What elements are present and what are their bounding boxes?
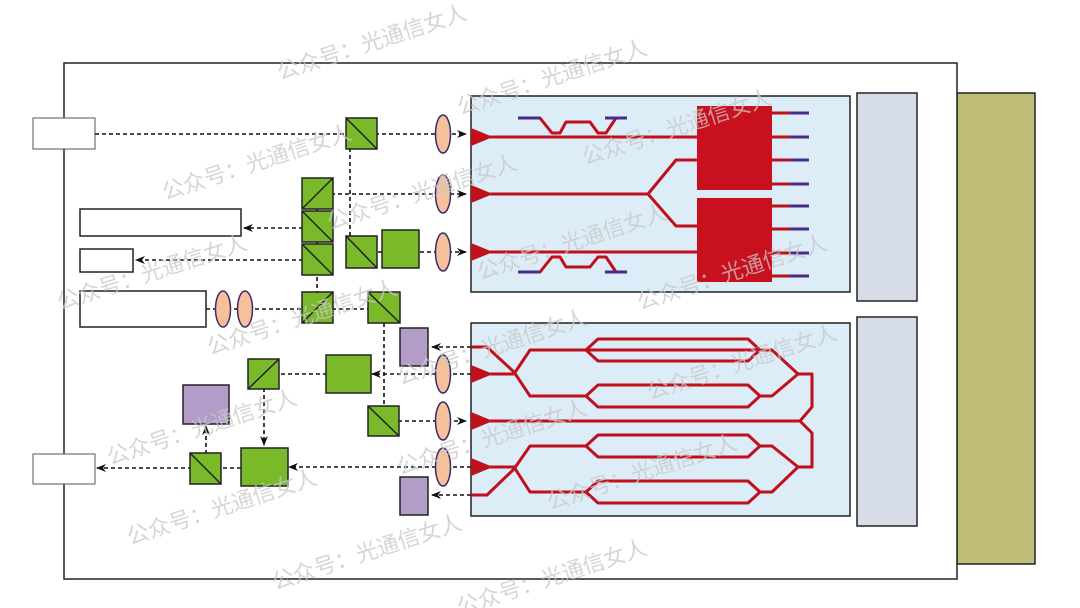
optical-block (240, 447, 289, 487)
beam-splitters (189, 117, 401, 485)
laser-source-1 (79, 208, 242, 237)
lens (434, 114, 452, 154)
rx-waveguides (471, 337, 814, 505)
lens (434, 232, 452, 272)
taper (471, 128, 493, 146)
beam-splitter (345, 117, 378, 150)
tx-fiber-port (32, 117, 96, 150)
driver-output-pins (772, 111, 809, 278)
beam-splitter (301, 210, 334, 243)
modulator-driver-chip (697, 198, 772, 282)
photodetectors (182, 327, 429, 516)
lenses (214, 114, 452, 487)
taper (471, 243, 493, 261)
laser-source-3 (79, 290, 207, 328)
beam-splitter (301, 177, 334, 210)
beam-splitter (301, 243, 334, 276)
lens (214, 290, 232, 328)
taper (471, 185, 493, 203)
beam-splitter (301, 291, 334, 324)
rx-fiber-port (32, 453, 96, 485)
beam-splitter (367, 405, 400, 437)
photodetector (399, 327, 429, 367)
optical-block (325, 354, 372, 394)
modulator-driver-chip (697, 106, 772, 190)
electronics-board-lower (856, 316, 918, 527)
laser-source-2 (79, 248, 134, 273)
electronics-board-upper (856, 92, 918, 302)
beam-splitter (247, 358, 280, 390)
photodetector (399, 476, 429, 516)
beam-splitter (345, 235, 378, 269)
lens (434, 174, 452, 214)
tapers (471, 128, 493, 476)
taper (471, 412, 493, 430)
lens (434, 354, 452, 394)
taper (471, 458, 493, 476)
tx-waveguide-ends (518, 116, 627, 274)
lens (434, 401, 452, 441)
photodetector (182, 384, 230, 425)
tx-waveguides (490, 116, 700, 274)
lens (434, 447, 452, 487)
beam-splitter (367, 291, 401, 324)
optical-blocks (240, 229, 420, 487)
taper (471, 365, 493, 383)
beam-splitter (189, 452, 222, 485)
optical-block (381, 229, 420, 269)
lens (236, 290, 254, 328)
edge-connector (956, 92, 1036, 565)
